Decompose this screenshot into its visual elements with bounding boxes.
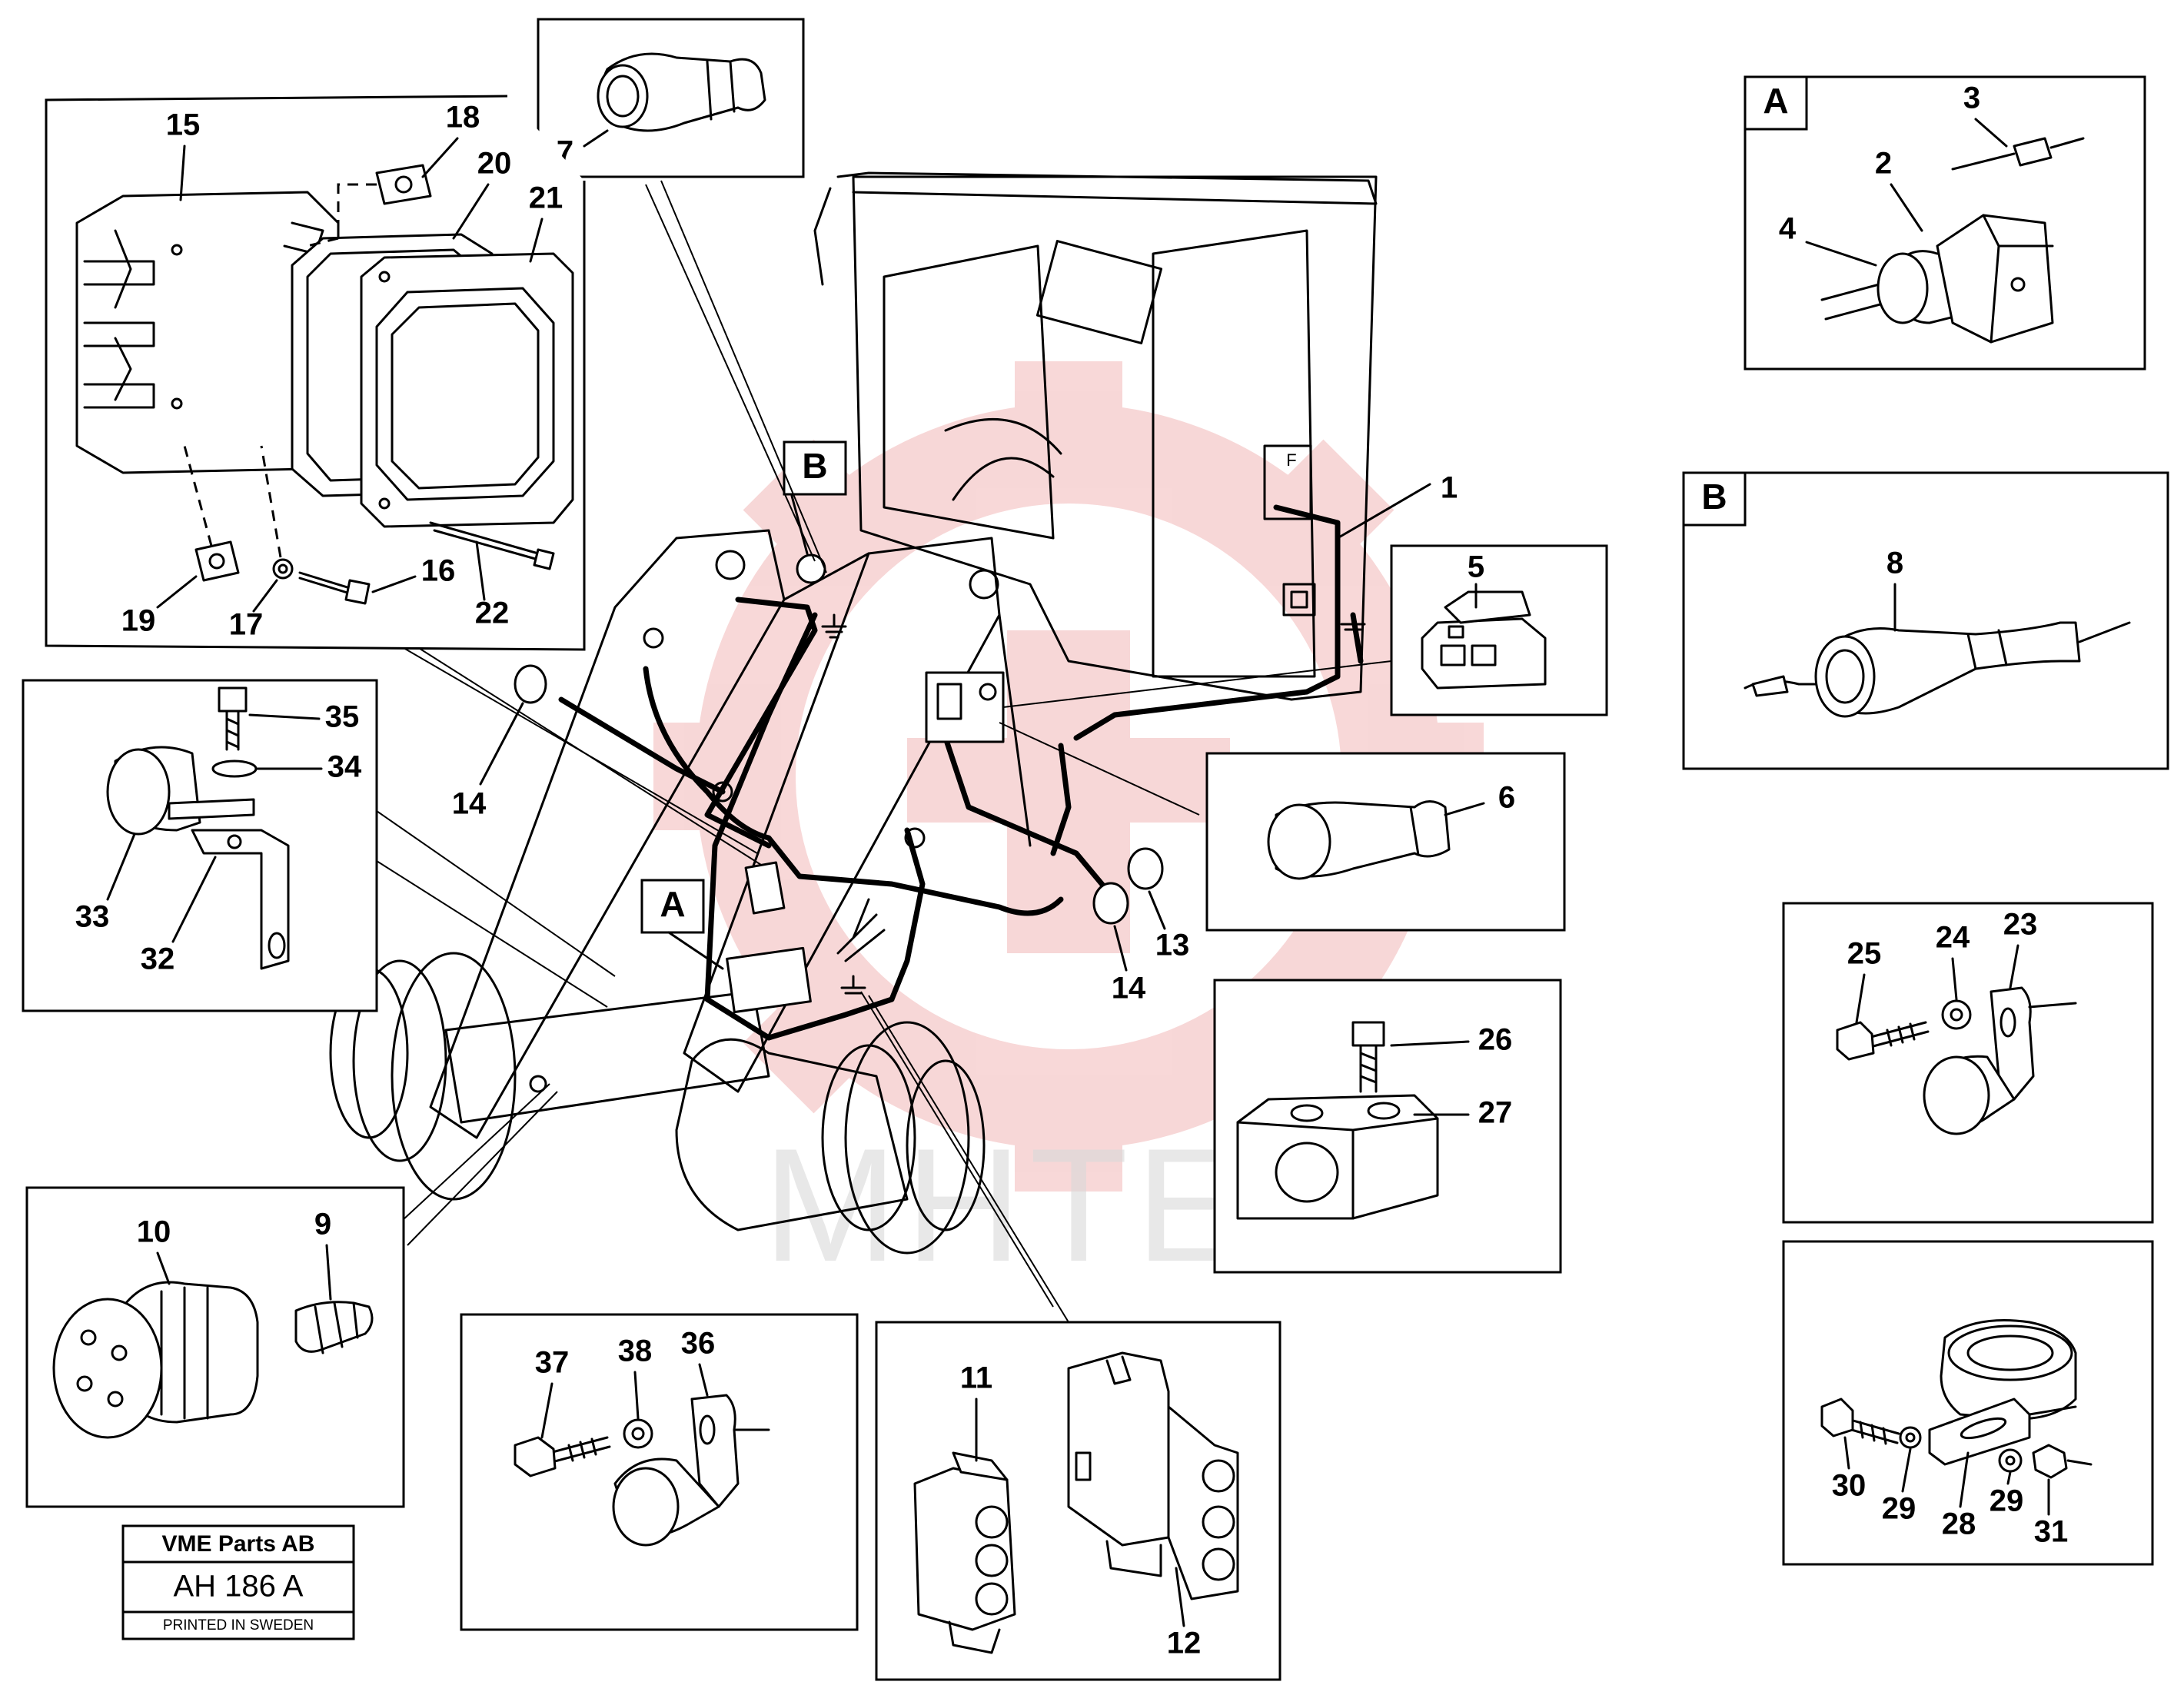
callout-25: 25: [1847, 937, 1882, 971]
callout-14-right: 14: [1112, 972, 1146, 1005]
svg-text:A: A: [660, 884, 685, 924]
callout-29a: 29: [1882, 1492, 1916, 1526]
inset-cover-parts: 15 18 20 21 16 22 19 17: [45, 95, 586, 651]
callout-24: 24: [1936, 921, 1970, 955]
inset-clamp-28-31: 30 29 28 29 31: [1782, 1240, 2154, 1566]
callout-16: 16: [421, 554, 456, 588]
inset-part-6: 6: [1205, 752, 1566, 932]
machine-callouts: 1 14 14 13: [452, 471, 1458, 1005]
callout-5: 5: [1468, 550, 1484, 584]
callout-29b: 29: [1990, 1484, 2024, 1518]
machine-illustration: F: [329, 171, 1378, 1255]
inset-detail-b: B 8: [1682, 471, 2169, 770]
inset-part-7: 7: [537, 18, 805, 178]
callout-32: 32: [141, 942, 175, 976]
callout-35: 35: [325, 700, 360, 734]
callout-13: 13: [1155, 929, 1190, 962]
callout-10: 10: [137, 1215, 171, 1249]
inset-clamp-23-25: 25 24 23: [1782, 902, 2154, 1224]
callout-33: 33: [75, 900, 110, 934]
callout-15: 15: [166, 108, 201, 142]
callout-38: 38: [618, 1334, 653, 1368]
callout-18: 18: [446, 101, 480, 135]
detail-a-label: A: [1763, 81, 1788, 121]
callout-4: 4: [1779, 212, 1797, 246]
detail-b-label: B: [1701, 477, 1727, 517]
callout-17: 17: [229, 608, 264, 642]
callout-23: 23: [2003, 908, 2038, 942]
callout-21: 21: [529, 181, 563, 215]
stamp-printed: PRINTED IN SWEDEN: [163, 1617, 314, 1634]
callout-30: 30: [1832, 1469, 1867, 1503]
callout-36: 36: [681, 1327, 716, 1361]
machine-ref-a: A: [640, 879, 705, 934]
callout-9: 9: [314, 1208, 331, 1241]
callout-14-left: 14: [452, 787, 487, 821]
callout-27: 27: [1478, 1096, 1513, 1130]
stamp-code: AH 186 A: [173, 1570, 303, 1604]
inset-part-5: 5: [1390, 544, 1608, 716]
inset-clamp-32-35: 35 34 33 32: [22, 679, 378, 1012]
inset-clamp-36-38: 37 38 36: [460, 1313, 859, 1631]
svg-text:B: B: [802, 446, 827, 486]
callout-28: 28: [1942, 1507, 1976, 1541]
callout-1: 1: [1441, 471, 1458, 505]
stamp-company: VME Parts AB: [162, 1531, 315, 1557]
callout-26: 26: [1478, 1023, 1513, 1057]
callout-6: 6: [1498, 781, 1515, 815]
callout-22: 22: [475, 597, 510, 630]
callout-19: 19: [121, 604, 156, 638]
callout-34: 34: [327, 750, 362, 784]
callout-12: 12: [1167, 1627, 1202, 1660]
callout-3: 3: [1963, 81, 1980, 115]
callout-2: 2: [1875, 147, 1892, 181]
callout-11: 11: [960, 1361, 992, 1395]
callout-8: 8: [1886, 547, 1903, 580]
inset-block-26-27: 26 27: [1213, 979, 1562, 1274]
inset-connector-9-10: 10 9: [25, 1186, 405, 1508]
inset-detail-a: A 3 2 4: [1744, 75, 2146, 371]
machine-ref-b: B: [783, 440, 847, 496]
title-stamp: VME Parts AB AH 186 A PRINTED IN SWEDEN: [121, 1524, 355, 1640]
inset-plugs-11-12: 11 12: [875, 1321, 1281, 1681]
callout-37: 37: [535, 1346, 570, 1380]
fuse-mark: F: [1286, 450, 1296, 470]
callout-20: 20: [477, 147, 512, 181]
leader-lines: [376, 180, 1431, 1323]
callout-31: 31: [2034, 1515, 2069, 1549]
